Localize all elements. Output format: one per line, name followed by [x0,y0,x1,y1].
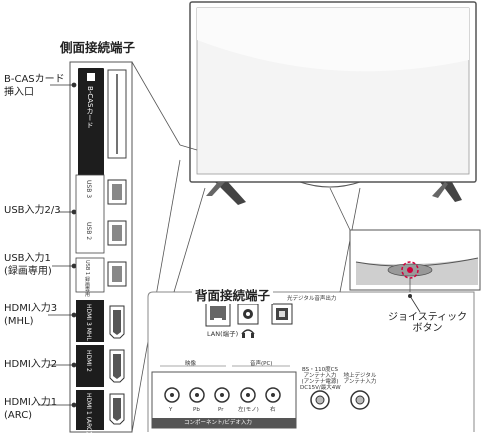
hdmi2-strip [76,345,104,387]
bcas-label-line2: 挿入口 [4,87,34,98]
jack-pr-label: Pr [218,407,224,413]
usb1-strip-text: USB 1 録画専用 [84,260,90,297]
usb1-label-line1: USB入力1 [4,253,51,264]
usb1-label-line2: (録画専用) [4,266,52,277]
tv-screen-highlight [197,8,469,72]
joystick-label: ジョイスティック ボタン [388,312,468,334]
audio-pc-label: 音声(PC) [250,361,273,367]
usb23-strip [75,174,105,254]
terrestrial-antenna-label: 地上デジタル アンテナ入力 [343,373,377,385]
jack-audio-r-label: 右 [270,407,276,413]
hdmi3-strip-text: HDMI 3 MHL [85,304,92,341]
side-panel-title: 側面接続端子 [60,40,136,55]
jack-audio-l-label: 左(モノ) [238,407,259,413]
hdmi1-label-line2: (ARC) [4,410,33,421]
jack-pb-label: Pb [193,407,200,413]
bcas-label-line1: B-CASカード [4,74,65,85]
tv-illustration [189,1,477,205]
usb2-strip-text: USB 2 [85,222,92,241]
jack-y-label: Y [169,407,173,413]
bs-antenna-label: BS・110度CS アンテナ入力 (アンテナ電源) DC15V/最大4W [300,367,341,391]
rear-panel-title: 背面接続端子 [192,285,274,304]
terrestrial-antenna-connector [350,390,370,410]
hdmi3-label-line2: (MHL) [4,316,34,327]
bcas-strip-text: B-CASカード [86,86,94,129]
video-label: 映像 [185,361,197,367]
hdmi1-label-line1: HDMI入力1 [4,397,58,408]
hdmi1-strip [76,390,104,430]
bcas-strip [78,68,104,176]
tv-foot-left [215,182,246,205]
hdmi2-strip-text: HDMI 2 [85,350,92,372]
usb23-label: USB入力2/3 [4,205,61,216]
usb1-strip [75,257,105,293]
hdmi3-strip [76,300,104,342]
bs-antenna-connector [310,390,330,410]
optical-label: 光デジタル音声出力 [287,296,337,302]
component-label: コンポーネント/ビデオ入力 [184,420,252,426]
hdmi1-strip-text: HDMI 1 (ARC) [85,393,92,434]
hdmi2-label: HDMI入力2 [4,359,58,370]
usb3-strip-text: USB 3 [85,180,92,199]
headphone-icon [241,329,255,335]
hdmi3-label-line1: HDMI入力3 [4,303,58,314]
lan-label: LAN(端子) [207,330,239,338]
